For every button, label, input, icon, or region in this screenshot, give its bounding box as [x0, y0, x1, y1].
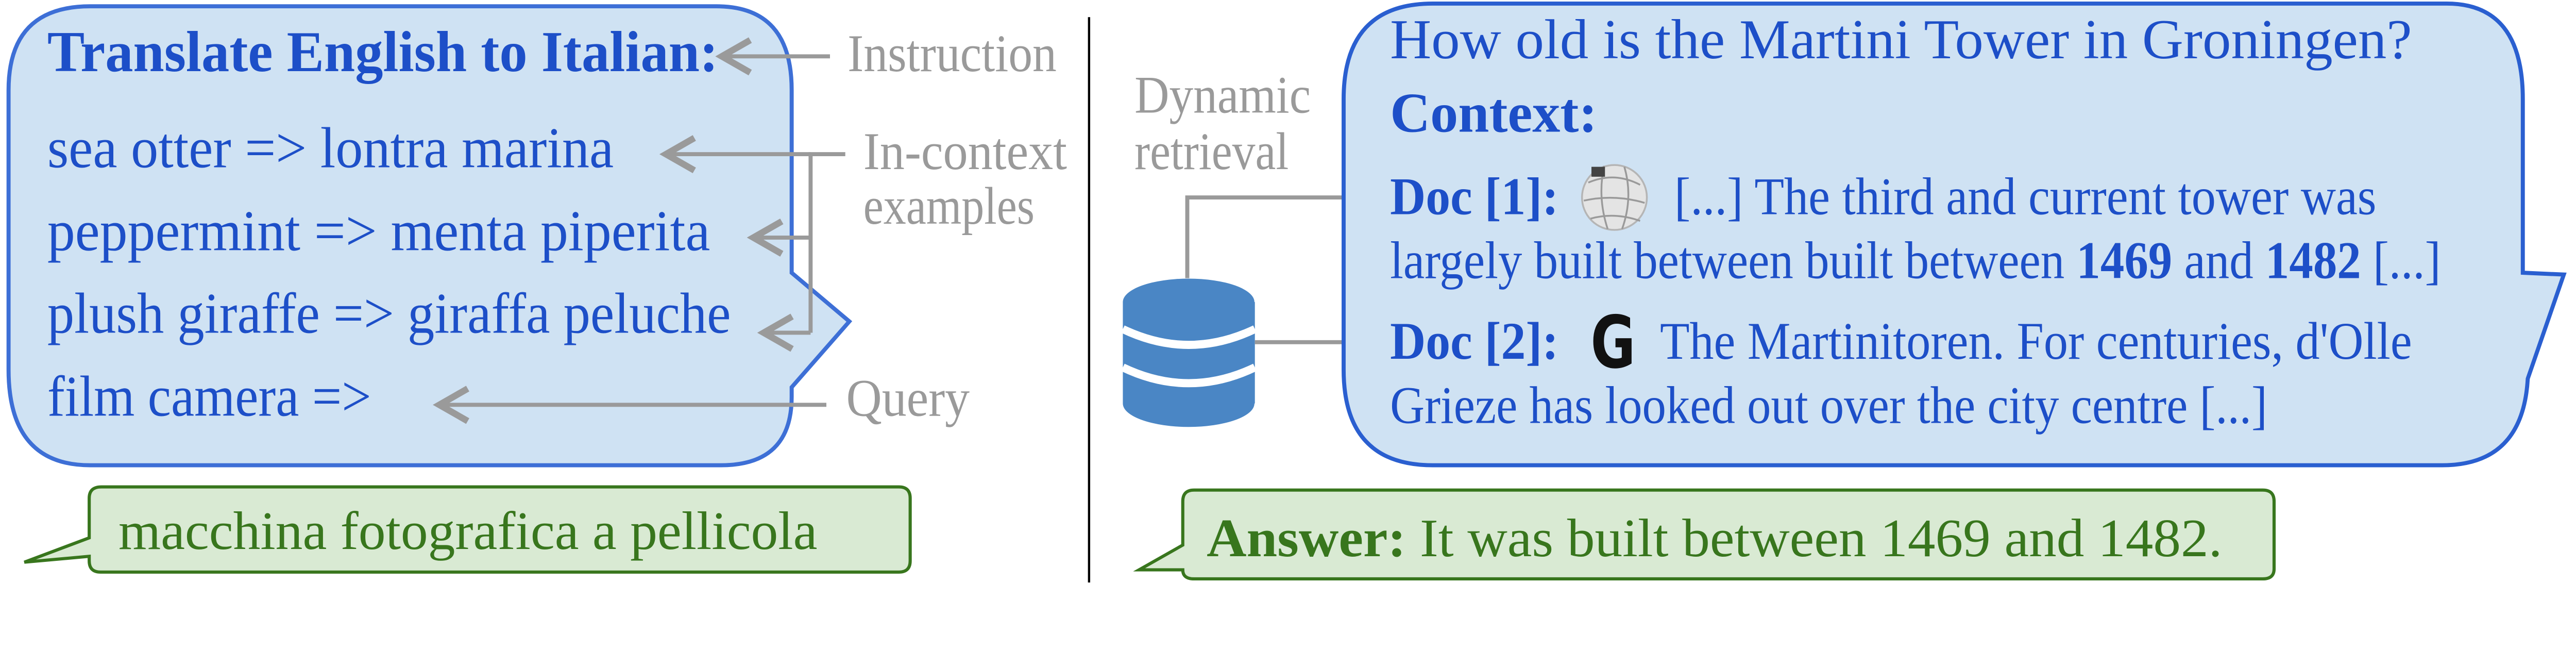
- figure: Translate English to Italian: sea otter …: [6, 2, 2567, 582]
- answer-text: macchina fotografica a pellicola: [118, 501, 817, 561]
- in-context-label-2: examples: [863, 177, 1035, 236]
- doc-1-label: Doc [1]:: [1390, 167, 1558, 226]
- instruction-text: Translate English to Italian:: [47, 20, 718, 84]
- retrieval-label-1: Dynamic: [1134, 66, 1311, 125]
- answer-bubble: [24, 485, 912, 574]
- answer-text: It was built between 1469 and 1482.: [1406, 508, 2222, 568]
- answer-line: Answer: It was built between 1469 and 14…: [1207, 508, 2222, 568]
- answer-bubble-right: [1133, 488, 2276, 581]
- examples-bracket: [659, 135, 845, 352]
- doc-2-label: Doc [2]:: [1390, 312, 1558, 371]
- in-context-label-1: In-context: [863, 122, 1067, 181]
- query-label: Query: [846, 369, 970, 427]
- doc-2-line-1: The Martinitoren. For centuries, d'Olle: [1660, 312, 2412, 371]
- answer-label: Answer:: [1207, 508, 1406, 568]
- context-label: Context:: [1390, 81, 1597, 144]
- year-end: 1482: [2265, 231, 2361, 290]
- database-icon: [1121, 278, 1257, 427]
- doc-2-line-2: Grieze has looked out over the city cent…: [1390, 376, 2267, 435]
- context-bubble: [1342, 2, 2567, 468]
- doc-1-arrow: [1185, 178, 1392, 278]
- prompt-bubble: [6, 4, 853, 468]
- example-3: plush giraffe => giraffa peluche: [47, 281, 731, 345]
- doc-1-line-1: [...] The third and current tower was: [1674, 167, 2377, 226]
- query-text: film camera =>: [47, 364, 371, 428]
- retrieval-label-2: retrieval: [1134, 122, 1289, 181]
- instruction-label: Instruction: [848, 24, 1057, 83]
- retrieval-panel: Dynamic retrieval How old is the Martini…: [1121, 2, 2567, 581]
- wikipedia-globe-icon: [1581, 164, 1648, 231]
- example-1: sea otter => lontra marina: [47, 116, 614, 180]
- question-text: How old is the Martini Tower in Groninge…: [1390, 8, 2412, 71]
- doc-1-line-2: largely built between built between 1469…: [1390, 231, 2441, 290]
- google-g-icon: G: [1590, 301, 1635, 385]
- doc-1-text: and: [2172, 231, 2265, 290]
- year-start: 1469: [2076, 231, 2172, 290]
- few-shot-panel: Translate English to Italian: sea otter …: [6, 4, 1067, 574]
- doc-1-text: [...]: [2361, 231, 2441, 290]
- doc-1-text: largely built between built between: [1390, 231, 2076, 290]
- example-2: peppermint => menta piperita: [47, 199, 710, 263]
